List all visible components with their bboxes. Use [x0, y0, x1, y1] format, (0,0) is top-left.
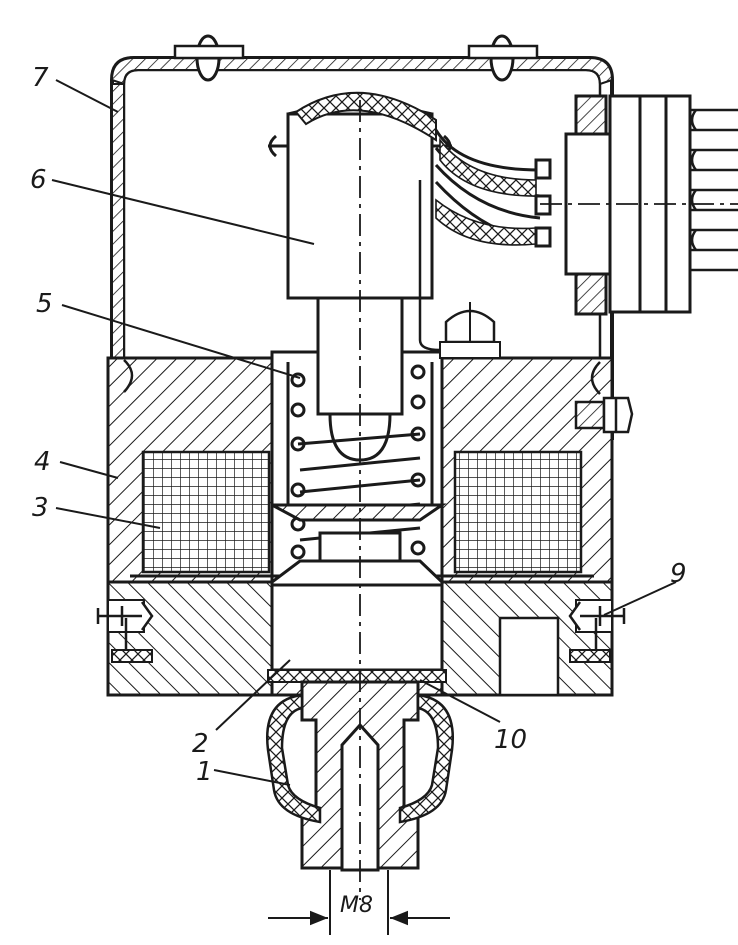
dimension-m8	[268, 870, 450, 935]
leader-lines	[51, 79, 677, 786]
callout-2: 2	[192, 729, 209, 759]
callout-4: 4	[34, 447, 51, 477]
callout-6: 6	[30, 165, 47, 195]
cover-screw-left	[173, 34, 245, 82]
callout-10: 10	[494, 725, 527, 755]
callout-7: 7	[32, 63, 49, 93]
cover-screw-right	[467, 34, 539, 82]
callout-9: 9	[670, 559, 687, 589]
dimension-label-m8: M8	[340, 893, 373, 918]
center-axis	[359, 100, 738, 900]
screws-side	[96, 359, 634, 650]
callout-labels: 7 6 5 4 3 9 2 10 1	[30, 63, 687, 787]
callout-5: 5	[36, 289, 53, 319]
callout-1: 1	[196, 757, 213, 787]
callout-3: 3	[32, 493, 49, 523]
